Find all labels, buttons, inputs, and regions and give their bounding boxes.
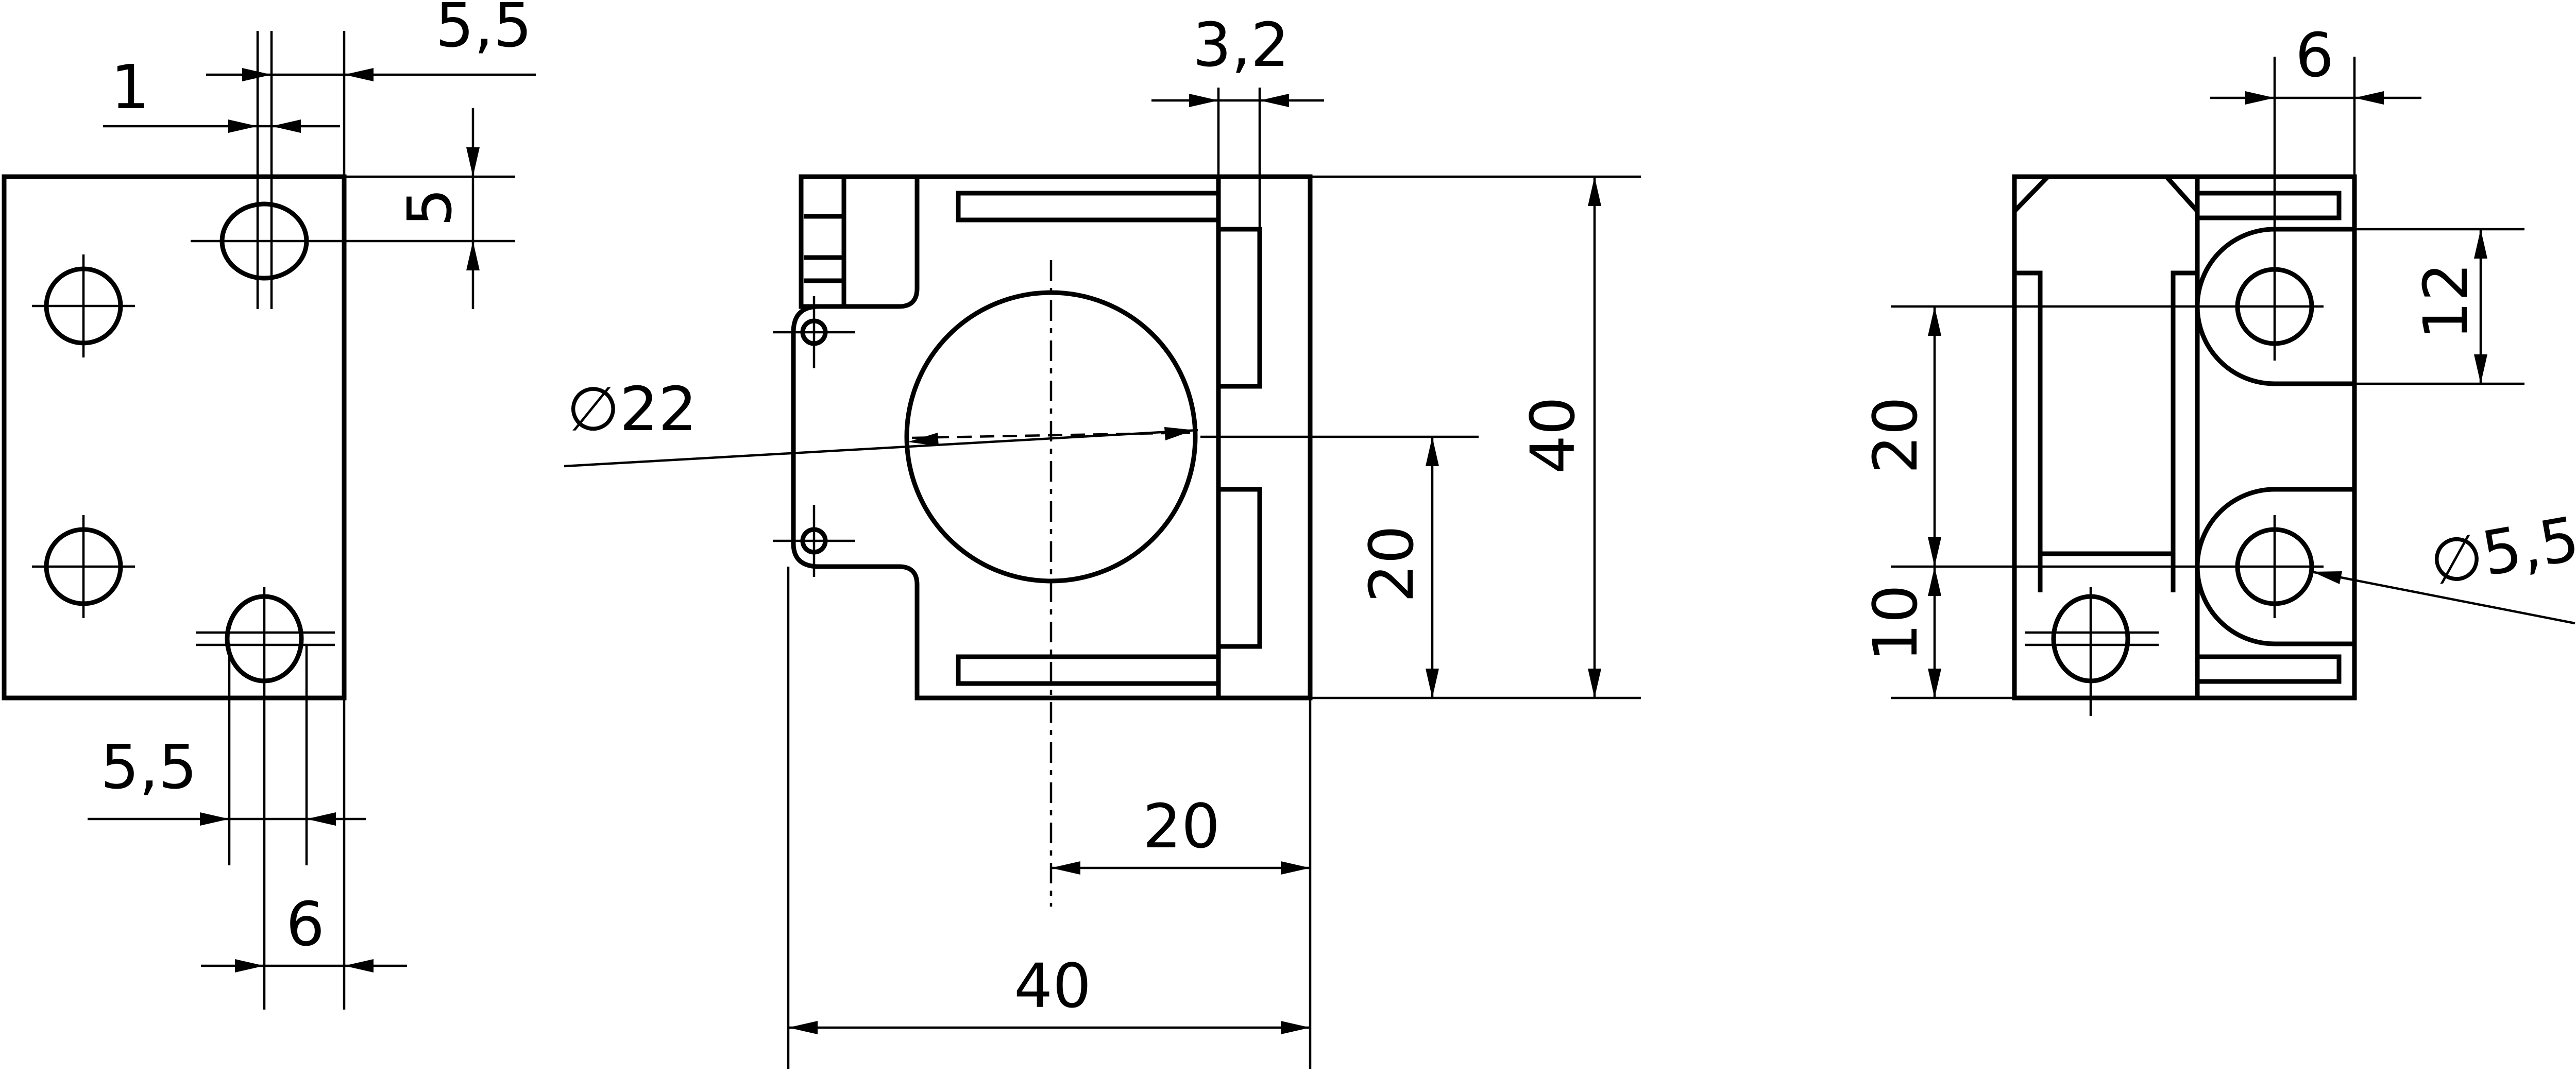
right-chamfer-left xyxy=(2012,175,2050,213)
dim-left-bottom-55-arrow-b xyxy=(307,812,336,826)
dim-right-12-arrow-b xyxy=(2474,354,2487,384)
dim-front-32-arrow-a xyxy=(1189,94,1218,107)
dim-front-20v-arrow-a xyxy=(1426,437,1439,466)
dim-right-55-leader xyxy=(2311,570,2575,625)
dim-right-10-arrow-a xyxy=(1928,567,1941,596)
front-bottom-slot xyxy=(956,654,1221,686)
dim-front-40h-arrow-b xyxy=(1281,1021,1310,1034)
dim-front-40v-text: 40 xyxy=(1517,397,1588,474)
dim-left-bottom-55-arrow-a xyxy=(200,812,229,826)
dim-right-20-text: 20 xyxy=(1860,397,1931,474)
left-view: 5,5 1 5 5,5 6 xyxy=(2,0,536,1010)
dim-front-22-arrow-a xyxy=(908,433,939,446)
dim-front-22-arrow-b xyxy=(1164,427,1194,440)
dim-left-5-arrow-b xyxy=(466,241,480,270)
dim-left-5-text: 5 xyxy=(394,188,465,227)
dim-front-20h-arrow-b xyxy=(1281,861,1310,875)
right-body-outline xyxy=(2012,174,2357,701)
dim-front-40v-arrow-b xyxy=(1588,669,1601,698)
right-bottom-slot xyxy=(2195,654,2342,684)
dim-left-top-55-text: 5,5 xyxy=(435,0,532,61)
dim-right-12-arrow-a xyxy=(2474,229,2487,259)
front-view: ∅22 3,2 40 20 20 40 xyxy=(564,9,1641,1069)
dim-front-32-arrow-b xyxy=(1260,94,1289,107)
dim-right-10-arrow-b xyxy=(1928,669,1941,698)
left-plate-outline xyxy=(2,174,347,701)
dim-front-20v-arrow-b xyxy=(1426,669,1439,698)
right-chamfer-right xyxy=(2164,175,2199,213)
dim-left-5-arrow-a xyxy=(466,147,480,177)
dim-left-bottom-55-text: 5,5 xyxy=(100,731,197,803)
dim-right-6-arrow-b xyxy=(2354,91,2384,105)
dim-left-6-arrow-b xyxy=(344,959,374,972)
dim-front-20v-text: 20 xyxy=(1356,525,1427,603)
dim-right-55-arrow xyxy=(2312,571,2342,584)
dim-front-22-text: ∅22 xyxy=(567,373,697,445)
dim-left-1-arrow-b xyxy=(272,120,301,133)
front-right-slot-upper xyxy=(1216,227,1262,389)
front-top-slot xyxy=(956,191,1221,223)
dim-left-top-55-arrow-b xyxy=(344,68,374,81)
front-left-tab xyxy=(799,174,846,309)
dim-right-12-text: 12 xyxy=(2410,263,2481,340)
dim-left-6-text: 6 xyxy=(286,889,325,960)
dim-right-55-text: ∅5,5 xyxy=(2425,503,2576,599)
dim-front-40h-arrow-a xyxy=(788,1021,818,1034)
dim-right-10-text: 10 xyxy=(1860,585,1931,662)
right-inner-left-rib xyxy=(2014,270,2043,592)
right-inner-right-rib xyxy=(2171,270,2197,592)
dim-front-20h-text: 20 xyxy=(1143,791,1220,862)
dim-left-6-arrow-a xyxy=(235,959,264,972)
dim-front-32-text: 3,2 xyxy=(1193,9,1290,80)
dim-front-22-leader xyxy=(564,429,1198,468)
dim-right-20-arrow-b xyxy=(1928,537,1941,567)
dim-right-20-arrow-a xyxy=(1928,306,1941,336)
dim-left-1-text: 1 xyxy=(111,52,149,123)
front-right-slot-lower xyxy=(1216,487,1262,649)
dim-right-6-arrow-a xyxy=(2245,91,2275,105)
dim-left-1-arrow-a xyxy=(228,120,258,133)
front-body-outline xyxy=(791,174,1313,701)
dim-front-40h-text: 40 xyxy=(1014,950,1091,1021)
dim-front-40v-arrow-a xyxy=(1588,177,1601,206)
right-top-slot xyxy=(2195,191,2342,220)
right-view: 6 12 20 10 ∅5,5 xyxy=(1860,20,2576,716)
dim-right-6-text: 6 xyxy=(2295,20,2334,91)
dim-left-top-55-arrow-a xyxy=(242,68,272,81)
dim-front-20h-arrow-a xyxy=(1051,861,1080,875)
